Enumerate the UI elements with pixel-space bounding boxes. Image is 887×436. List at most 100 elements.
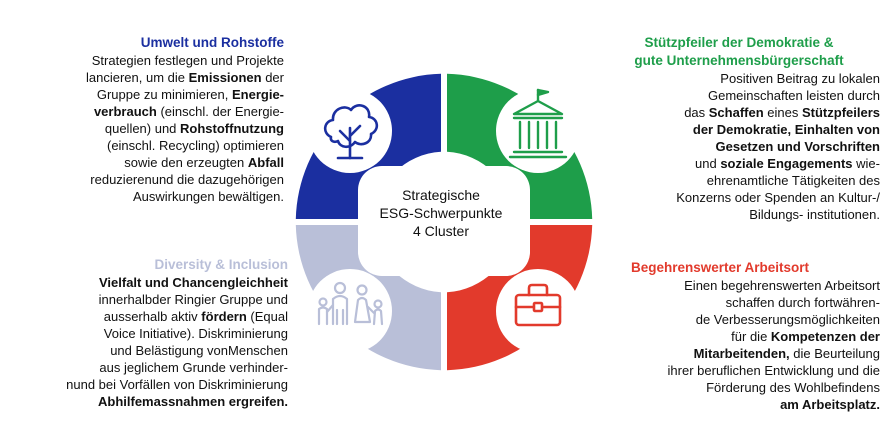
text-line: am Arbeitsplatz.	[560, 396, 880, 413]
arbeitsort-body: Einen begehrenswerten Arbeitsort schaffen…	[560, 277, 880, 413]
text-line: Gruppe zu minimieren, Energie-	[20, 86, 284, 103]
text-line: Voice Initiative). Diskriminierung	[12, 325, 288, 342]
text-segment: Gemeinschaften leisten durch	[708, 88, 880, 103]
text-line: Abhilfemassnahmen ergreifen.	[12, 393, 288, 410]
arbeitsort-title: Begehrenswerter Arbeitsort	[630, 260, 810, 275]
bold-segment: der Demokratie, Einhalten von	[692, 122, 880, 137]
bold-segment: Stützpfeilers	[801, 105, 880, 120]
diversity-body: Vielfalt und Chancengleichheit innerhalbd…	[12, 274, 288, 410]
text-segment: ausserhalb aktiv	[103, 309, 202, 324]
umwelt-block: Umwelt und Rohstoffe Strategien festlege…	[20, 34, 284, 205]
text-segment: lancieren, um die	[86, 70, 189, 85]
text-line: ausserhalb aktiv fördern (Equal	[12, 308, 288, 325]
center-line-3: 4 Cluster	[412, 223, 470, 239]
text-line: quellen) und Rohstoffnutzung	[20, 120, 284, 137]
text-line: lancieren, um die Emissionen der	[20, 69, 284, 86]
text-line: Konzerns oder Spenden an Kultur-/	[598, 189, 880, 206]
text-segment: Voice Initiative). Diskriminierung	[103, 326, 288, 341]
text-segment: Bildungs- institutionen.	[749, 207, 880, 222]
family-icon	[317, 281, 384, 326]
text-line: Gesetzen und Vorschriften	[598, 138, 880, 155]
text-line: ihrer beruflichen Entwicklung und die	[560, 362, 880, 379]
text-segment: innerhalbder Ringier Gruppe und	[98, 292, 288, 307]
text-line: Strategien festlegen und Projekte	[20, 52, 284, 69]
text-line: Einen begehrenswerten Arbeitsort	[560, 277, 880, 294]
text-segment: für die	[731, 329, 771, 344]
text-segment: die Beurteilung	[789, 346, 880, 361]
text-line: Positiven Beitrag zu lokalen	[598, 70, 880, 87]
text-line: Mitarbeitenden, die Beurteilung	[560, 345, 880, 362]
bold-segment: fördern	[201, 309, 247, 324]
text-segment: ihrer beruflichen Entwicklung und die	[667, 363, 880, 378]
government-building-icon	[508, 88, 568, 159]
bold-segment: Energie-	[231, 87, 284, 102]
arbeitsort-block: Begehrenswerter Arbeitsort Einen begehre…	[560, 259, 880, 413]
bold-segment: Abfall	[247, 155, 284, 170]
text-line: ehrenamtliche Tätigkeiten des	[598, 172, 880, 189]
text-line: aus jeglichem Grunde verhinder-	[12, 359, 288, 376]
text-segment: aus jeglichem Grunde verhinder-	[99, 360, 288, 375]
bold-segment: am Arbeitsplatz.	[780, 397, 880, 412]
demokratie-title-line-1: Stützpfeiler der Demokratie &	[644, 35, 834, 50]
demokratie-block: Stützpfeiler der Demokratie & gute Unter…	[598, 34, 880, 223]
text-line: (einschl. Recycling) optimieren	[20, 137, 284, 154]
text-segment: (Equal	[246, 309, 288, 324]
bold-segment: Schaffen	[708, 105, 764, 120]
text-line: schaffen durch fortwähren-	[560, 294, 880, 311]
text-segment: und Belästigung vonMenschen	[110, 343, 288, 358]
bold-segment: soziale Engagements	[720, 156, 853, 171]
text-segment: schaffen durch fortwähren-	[725, 295, 880, 310]
text-line: der Demokratie, Einhalten von	[598, 121, 880, 138]
text-line: Gemeinschaften leisten durch	[598, 87, 880, 104]
text-segment: sowie den erzeugten	[124, 155, 248, 170]
bold-segment: Rohstoffnutzung	[180, 121, 284, 136]
bold-segment: Emissionen	[188, 70, 262, 85]
text-segment: nund bei Vorfällen von Diskriminierung	[66, 377, 288, 392]
text-segment: wie-	[852, 156, 880, 171]
text-segment: Positiven Beitrag zu lokalen	[720, 71, 880, 86]
center-line-1: Strategische	[402, 187, 480, 203]
bold-segment: Abhilfemassnahmen ergreifen.	[98, 394, 288, 409]
text-line: sowie den erzeugten Abfall	[20, 154, 284, 171]
text-line: und Belästigung vonMenschen	[12, 342, 288, 359]
diversity-block: Diversity & Inclusion Vielfalt und Chanc…	[12, 256, 288, 410]
text-segment: Auswirkungen bewältigen.	[132, 189, 284, 204]
demokratie-title-line-2: gute Unternehmensbürgerschaft	[634, 53, 844, 68]
text-line: Auswirkungen bewältigen.	[20, 188, 284, 205]
text-segment: Strategien festlegen und Projekte	[91, 53, 284, 68]
text-line: de Verbesserungsmöglichkeiten	[560, 311, 880, 328]
text-segment: quellen) und	[104, 121, 181, 136]
text-segment: Gruppe zu minimieren,	[96, 87, 232, 102]
text-segment: das	[684, 105, 709, 120]
text-line: innerhalbder Ringier Gruppe und	[12, 291, 288, 308]
bold-segment: Gesetzen und Vorschriften	[715, 139, 880, 154]
bold-segment: Mitarbeitenden,	[693, 346, 790, 361]
text-segment: Einen begehrenswerten Arbeitsort	[684, 278, 880, 293]
text-line: für die Kompetenzen der	[560, 328, 880, 345]
text-segment: de Verbesserungsmöglichkeiten	[695, 312, 880, 327]
text-line: Bildungs- institutionen.	[598, 206, 880, 223]
bold-segment: Kompetenzen der	[770, 329, 880, 344]
diversity-title: Diversity & Inclusion	[154, 257, 288, 272]
umwelt-title: Umwelt und Rohstoffe	[140, 35, 284, 50]
text-segment: Konzerns oder Spenden an Kultur-/	[676, 190, 880, 205]
text-segment: (einschl. der Energie-	[156, 104, 284, 119]
center-label: Strategische ESG-Schwerpunkte 4 Cluster	[353, 186, 529, 240]
text-segment: der	[261, 70, 284, 85]
text-segment: und	[695, 156, 721, 171]
text-line: verbrauch (einschl. der Energie-	[20, 103, 284, 120]
text-segment: eines	[763, 105, 802, 120]
text-segment: ehrenamtliche Tätigkeiten des	[706, 173, 880, 188]
text-line: Förderung des Wohlbefindens	[560, 379, 880, 396]
text-line: das Schaffen eines Stützpfeilers	[598, 104, 880, 121]
text-line: reduzierenund die dazugehörigen	[20, 171, 284, 188]
text-segment: Förderung des Wohlbefindens	[706, 380, 880, 395]
tree-icon	[323, 104, 379, 160]
bold-segment: Vielfalt und Chancengleichheit	[98, 275, 288, 290]
text-segment: (einschl. Recycling) optimieren	[106, 138, 284, 153]
bold-segment: verbrauch	[93, 104, 157, 119]
text-segment: reduzierenund die dazugehörigen	[90, 172, 284, 187]
text-line: und soziale Engagements wie-	[598, 155, 880, 172]
